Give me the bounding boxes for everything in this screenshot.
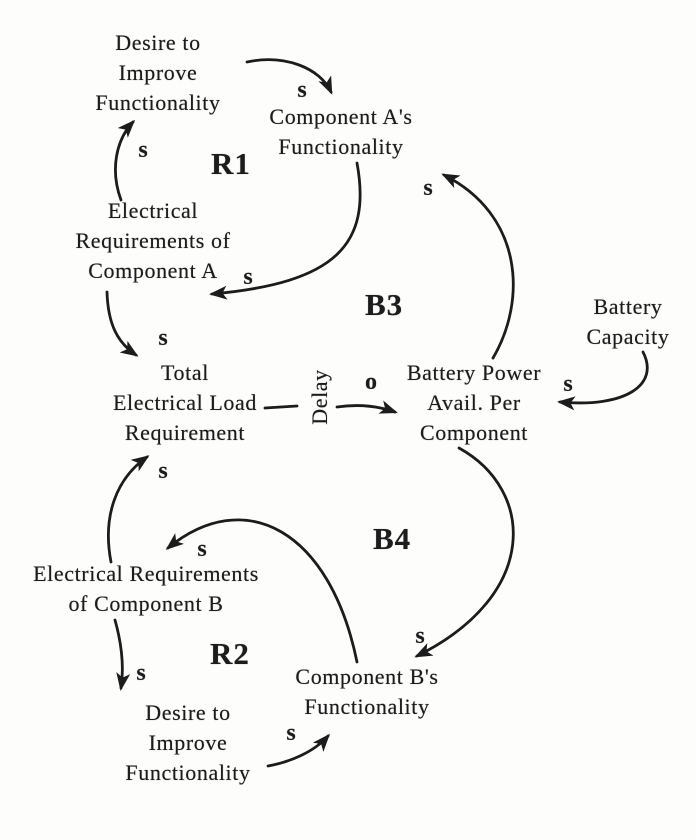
node-line: Electrical	[107, 198, 199, 223]
arrow-battery-power-to-comp-a	[441, 173, 515, 360]
node-line: of Component B	[68, 591, 224, 616]
node-line: Improve	[148, 730, 228, 755]
node-line: Total	[161, 360, 209, 385]
node-line: Functionality	[95, 90, 221, 115]
node-electrical-requirements-component-a: Electrical Requirements of Component A	[75, 196, 230, 286]
polarity-o-total-load-to-battery-power: o	[365, 369, 377, 395]
arrow-battery-power-to-comp-b	[414, 446, 515, 658]
polarity-s-elec-req-b-to-desire-bottom: s	[136, 660, 146, 686]
arrow-elec-req-b-to-total-load	[107, 455, 150, 564]
arrow-comp-a-to-elec-req-a	[209, 161, 362, 300]
node-line: Battery	[593, 294, 663, 319]
node-line: Electrical Load	[113, 390, 257, 415]
node-line: Desire to	[115, 30, 201, 55]
node-line: Avail. Per	[427, 390, 521, 415]
node-desire-to-improve-functionality-a: Desire to Improve Functionality	[95, 28, 220, 118]
polarity-s-desire-top-to-comp-a: s	[297, 77, 307, 103]
polarity-s-battery-capacity-to-battery-power: s	[563, 371, 573, 397]
arrow-comp-b-to-elec-req-b	[165, 518, 359, 664]
arrow-battery-capacity-to-battery-power	[557, 350, 649, 411]
arrow-desire-bottom-to-comp-b	[266, 733, 330, 768]
loop-label-b4: B4	[373, 521, 412, 556]
node-line: Desire to	[145, 700, 231, 725]
node-line: Functionality	[278, 134, 404, 159]
polarity-s-desire-bottom-to-comp-b: s	[286, 720, 296, 746]
arrow-total-load-to-battery-power	[335, 400, 398, 414]
polarity-s-battery-power-to-comp-a: s	[423, 175, 433, 201]
node-line: Requirements of	[75, 228, 231, 253]
loop-label-b3: B3	[365, 287, 404, 322]
delay-label: Delay	[307, 369, 332, 425]
node-line: Component A's	[269, 104, 413, 129]
loop-label-r2: R2	[210, 636, 250, 671]
node-line: Component A	[88, 258, 218, 283]
node-desire-to-improve-functionality-b: Desire to Improve Functionality	[125, 698, 250, 788]
node-line: Functionality	[125, 760, 251, 785]
polarity-s-elec-req-b-to-total-load: s	[158, 458, 168, 484]
arrow-elec-req-b-to-desire-bottom	[113, 618, 131, 691]
polarity-s-elec-req-a-to-desire-top: s	[138, 137, 148, 163]
node-component-a-functionality: Component A's Functionality	[269, 102, 412, 162]
node-line: Capacity	[586, 324, 670, 349]
loop-label-r1: R1	[211, 146, 251, 181]
node-line: Battery Power	[406, 360, 542, 385]
node-line: Component	[419, 420, 529, 445]
node-battery-power-avail-per-component: Battery Power Avail. Per Component	[407, 358, 541, 448]
node-battery-capacity: Battery Capacity	[587, 292, 670, 352]
node-line: Requirement	[124, 420, 246, 445]
node-total-electrical-load-requirement: Total Electrical Load Requirement	[113, 358, 257, 448]
arrow-elec-req-a-to-total-load	[105, 290, 139, 357]
arrow-total-load-delay-dash	[263, 404, 299, 410]
node-component-b-functionality: Component B's Functionality	[295, 662, 438, 722]
polarity-s-elec-req-a-to-total-load: s	[158, 325, 168, 351]
polarity-s-comp-b-to-elec-req-b: s	[197, 536, 207, 562]
node-line: Functionality	[304, 694, 430, 719]
arrow-desire-top-to-comp-a	[245, 58, 333, 95]
polarity-s-comp-a-to-elec-req-a: s	[243, 264, 253, 290]
node-line: Component B's	[295, 664, 439, 689]
node-electrical-requirements-component-b: Electrical Requirements of Component B	[33, 559, 259, 619]
node-line: Improve	[118, 60, 198, 85]
arrow-elec-req-a-to-desire-top	[114, 119, 136, 202]
node-line: Electrical Requirements	[33, 561, 259, 586]
polarity-s-battery-power-to-comp-b: s	[415, 623, 425, 649]
